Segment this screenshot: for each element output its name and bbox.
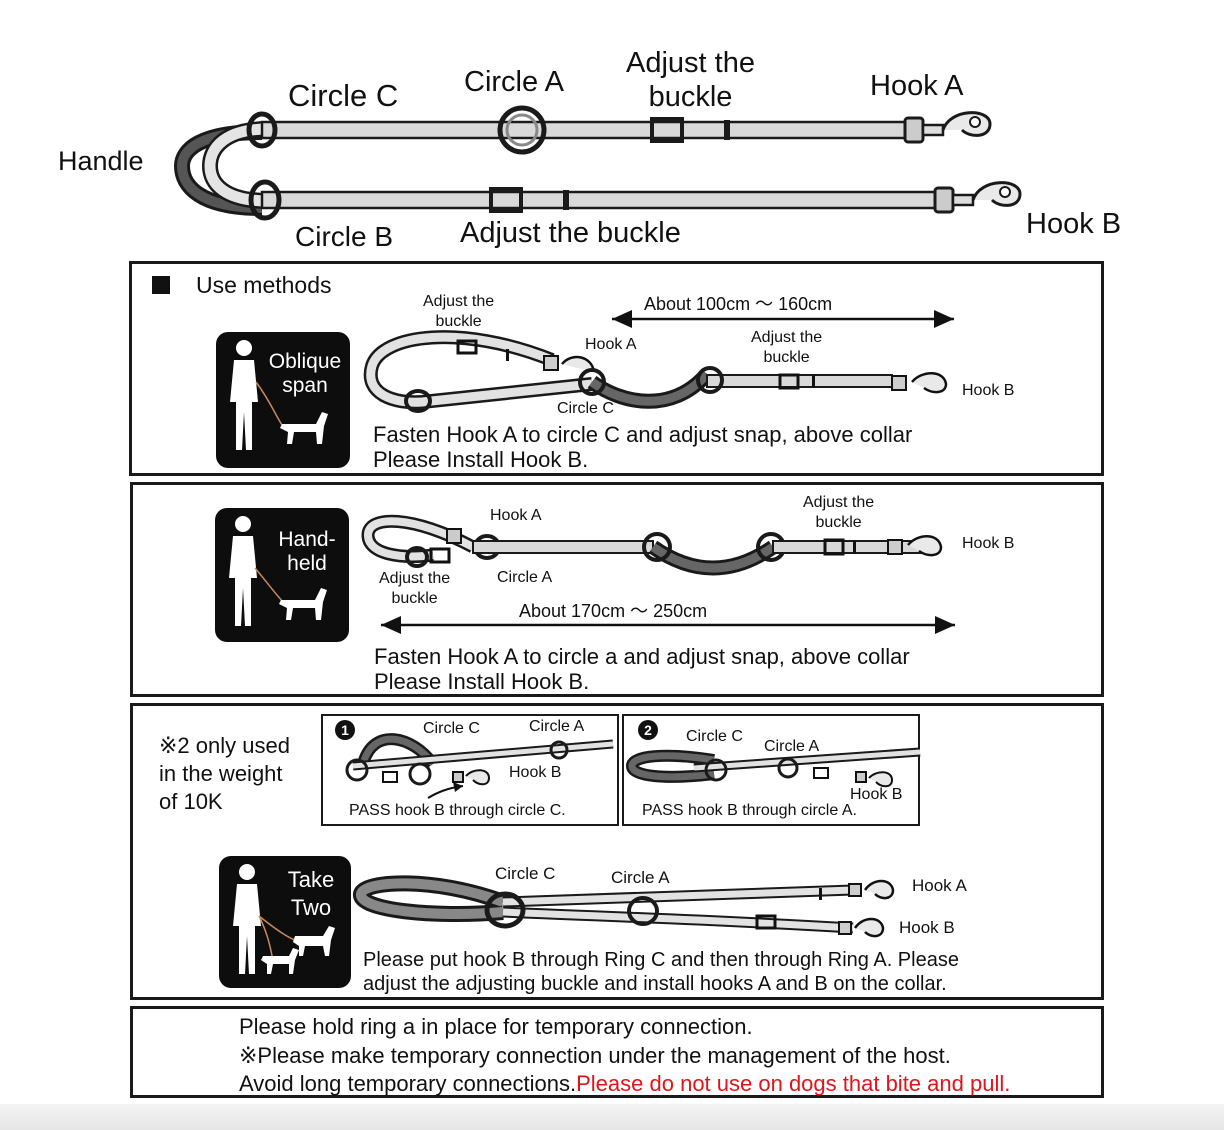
instruction-line-1: Fasten Hook A to circle a and adjust sna… <box>374 644 910 669</box>
badge-oblique-span-text: Oblique span <box>268 350 342 397</box>
label-hook-a: Hook A <box>585 336 637 353</box>
label-circle-a: Circle A <box>464 66 564 98</box>
label-adjust-right: Adjust the buckle <box>803 494 875 531</box>
label-circle-c: Circle C <box>495 864 556 883</box>
label-hook-b: Hook B <box>1026 208 1122 240</box>
step-2-label-hook-b: Hook B <box>850 786 903 803</box>
warning-text: Please do not use on dogs that bite and … <box>576 1071 1011 1096</box>
step-2-number: 2 <box>638 720 658 740</box>
instruction-line-2: Please Install Hook B. <box>373 447 589 472</box>
step-1-number: 1 <box>335 720 355 740</box>
label-hook-b: Hook B <box>962 535 1015 552</box>
step-2-illustration <box>625 747 921 788</box>
badge-oblique-span: Oblique span <box>216 332 350 468</box>
note-line-3-text: Avoid long temporary connections. <box>239 1071 577 1096</box>
step-1-label-circle-c: Circle C <box>423 720 480 737</box>
instruction-line-1: Fasten Hook A to circle C and adjust sna… <box>373 422 913 447</box>
step-1-label-hook-b: Hook B <box>509 764 562 781</box>
label-hook-a: Hook A <box>870 70 964 102</box>
instruction-line-2: Please Install Hook B. <box>374 669 590 694</box>
step-2-label-circle-c: Circle C <box>686 728 743 745</box>
label-circle-a: Circle A <box>497 569 553 586</box>
step-2-box: 2 Circle C Circle A Hook B PASS hook B t… <box>622 714 921 826</box>
label-length: About 100cm ～ 160cm <box>644 294 833 314</box>
instruction-line-1: Please put hook B through Ring C and the… <box>363 949 959 971</box>
step-1-label-circle-a: Circle A <box>529 718 585 735</box>
label-hook-b: Hook B <box>962 382 1015 399</box>
badge-take-two: Take Two <box>219 856 351 988</box>
step-1-illustration <box>345 733 614 799</box>
step-2-caption: PASS hook B through circle A. <box>642 802 857 819</box>
step-1-caption: PASS hook B through circle C. <box>349 802 566 819</box>
label-circle-c: Circle C <box>557 400 614 417</box>
badge-hand-held: Hand- held <box>215 508 349 642</box>
label-adjust-left: Adjust the buckle <box>379 570 451 607</box>
label-hook-b: Hook B <box>899 918 955 937</box>
label-circle-c: Circle C <box>288 78 399 113</box>
label-circle-a: Circle A <box>611 868 670 887</box>
panel-take-two: ※2 only used in the weight of 10K 1 Circ… <box>130 703 1104 1000</box>
take-two-leash-illustration <box>353 875 895 938</box>
label-hook-a: Hook A <box>912 876 967 895</box>
weight-note: ※2 only used in the weight of 10K <box>159 733 290 814</box>
label-handle: Handle <box>58 146 144 176</box>
label-circle-b: Circle B <box>295 221 394 252</box>
badge-hand-held-text: Hand- held <box>278 528 336 575</box>
hand-held-leash-illustration <box>361 514 955 634</box>
walker-dog-icon <box>230 340 328 450</box>
note-line-2: ※Please make temporary connection under … <box>239 1043 951 1068</box>
panel-safety-notes: Please hold ring a in place for temporar… <box>130 1006 1104 1098</box>
step-2-label-circle-a: Circle A <box>764 738 820 755</box>
note-line-1: Please hold ring a in place for temporar… <box>239 1014 753 1039</box>
badge-take-two-text: Take Two <box>287 867 335 920</box>
top-leash-illustration <box>173 105 1022 221</box>
heading-use-methods: Use methods <box>196 272 332 298</box>
panel-hand-held: Hand- held Hook A Adjust the buckle Hook… <box>130 482 1104 697</box>
label-adjust-right: Adjust the buckle <box>751 329 823 366</box>
walker-two-dogs-icon <box>233 864 335 974</box>
oblique-leash-illustration <box>363 310 954 413</box>
label-adjust-bottom: Adjust the buckle <box>460 217 681 249</box>
bottom-shadow <box>0 1104 1224 1130</box>
heading-square-icon <box>152 276 170 294</box>
panel-oblique-span: Use methods Oblique span A <box>129 261 1104 476</box>
note-line-3: Avoid long temporary connections.Please … <box>239 1071 1010 1096</box>
label-adjust-top: Adjust the buckle <box>626 47 755 113</box>
step-1-box: 1 Circle C Circle A Hook B PASS hook B t… <box>321 714 619 826</box>
label-length: About 170cm ～ 250cm <box>519 601 708 621</box>
label-hook-a: Hook A <box>490 507 542 524</box>
label-adjust-left: Adjust the buckle <box>423 293 495 330</box>
instruction-line-2: adjust the adjusting buckle and install … <box>363 973 947 995</box>
walker-dog-icon <box>229 516 327 626</box>
